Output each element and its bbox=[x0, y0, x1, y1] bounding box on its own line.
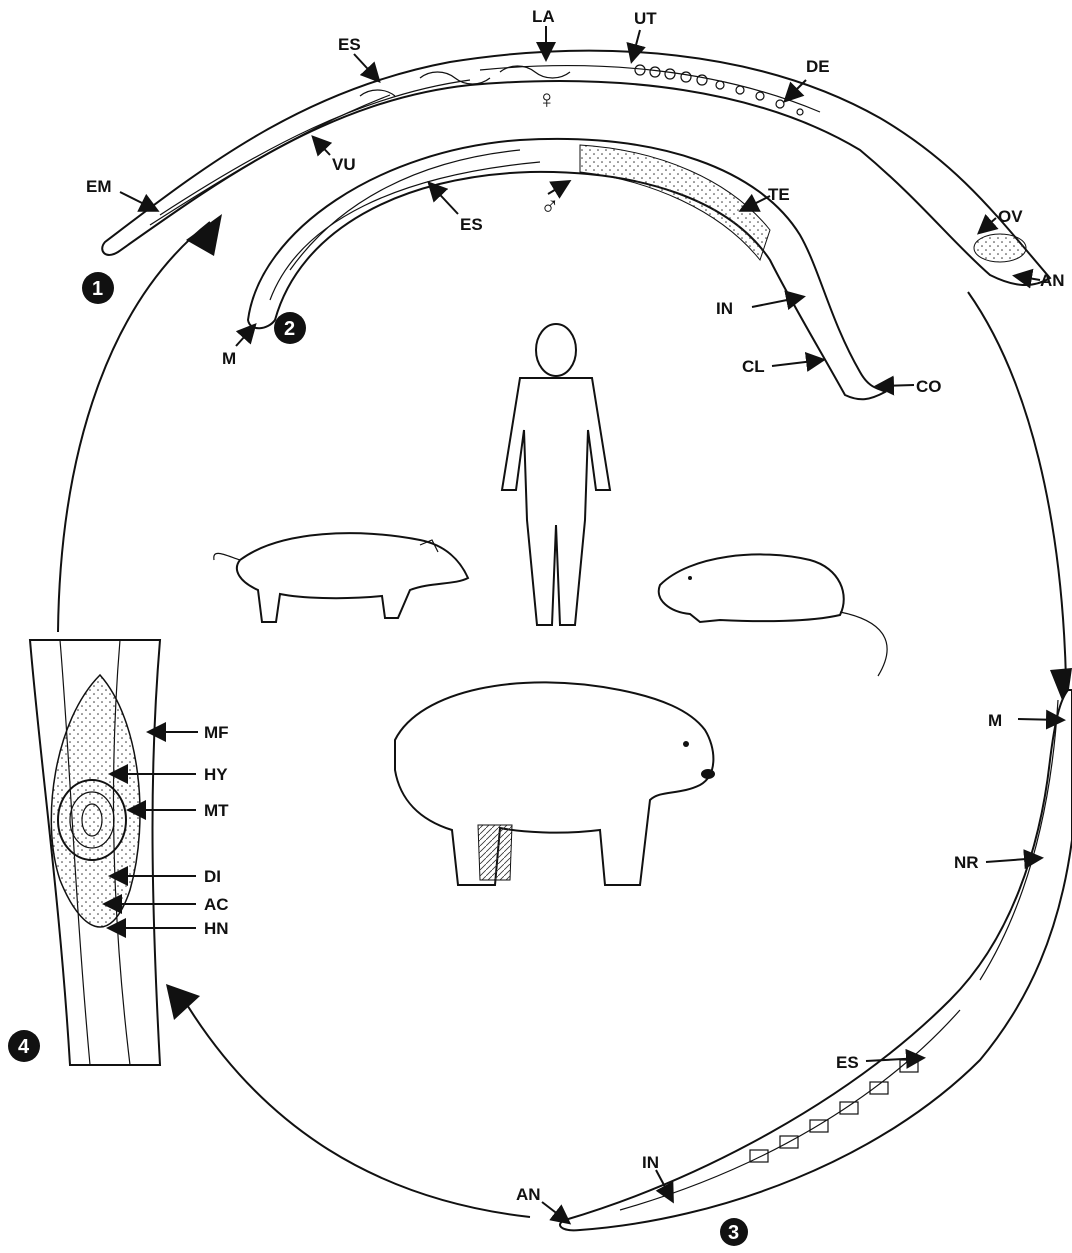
muscle-cyst bbox=[30, 640, 160, 1065]
cycle-arrow-4-to-1 bbox=[58, 222, 210, 632]
label-es-male: ES bbox=[460, 215, 483, 234]
label-hn: HN bbox=[204, 919, 229, 938]
svg-text:2: 2 bbox=[284, 318, 295, 340]
label-mf: MF bbox=[204, 723, 229, 742]
label-nr: NR bbox=[954, 853, 979, 872]
label-de: DE bbox=[806, 57, 830, 76]
label-an-larva: AN bbox=[516, 1185, 541, 1204]
stage-badge-2: 2 bbox=[274, 312, 306, 344]
svg-text:4: 4 bbox=[18, 1036, 30, 1058]
stage-badge-4: 4 bbox=[8, 1030, 40, 1062]
cycle-arrow-3-to-4 bbox=[178, 990, 530, 1217]
cycle-arrowhead-4 bbox=[166, 984, 200, 1020]
label-es-female: ES bbox=[338, 35, 361, 54]
human-icon bbox=[502, 324, 610, 625]
ovary bbox=[974, 234, 1026, 262]
svg-text:1: 1 bbox=[92, 278, 103, 300]
label-in-male: IN bbox=[716, 299, 733, 318]
label-vu: VU bbox=[332, 155, 356, 174]
svg-text:3: 3 bbox=[728, 1222, 739, 1244]
cycle-arrow-1-to-3 bbox=[968, 292, 1066, 680]
female-symbol: ♀ bbox=[537, 84, 557, 114]
label-in-larva: IN bbox=[642, 1153, 659, 1172]
stage-badge-1: 1 bbox=[82, 272, 114, 304]
label-te: TE bbox=[768, 185, 790, 204]
rat-icon bbox=[659, 554, 887, 676]
label-ac: AC bbox=[204, 895, 229, 914]
label-em: EM bbox=[86, 177, 112, 196]
bear-icon bbox=[395, 682, 715, 885]
label-la: LA bbox=[532, 7, 555, 26]
label-an-female: AN bbox=[1040, 271, 1065, 290]
label-es-larva: ES bbox=[836, 1053, 859, 1072]
label-mt: MT bbox=[204, 801, 229, 820]
label-ov: OV bbox=[998, 207, 1023, 226]
label-di: DI bbox=[204, 867, 221, 886]
label-ut: UT bbox=[634, 9, 657, 28]
pig-icon bbox=[214, 533, 468, 622]
stage-badge-3: 3 bbox=[720, 1218, 748, 1246]
cycle-arrowhead-1 bbox=[186, 214, 222, 256]
label-co: CO bbox=[916, 377, 942, 396]
label-cl: CL bbox=[742, 357, 765, 376]
label-m-male: M bbox=[222, 349, 236, 368]
male-symbol: ♂ bbox=[540, 190, 560, 220]
label-m-larva: M bbox=[988, 711, 1002, 730]
label-hy: HY bbox=[204, 765, 228, 784]
